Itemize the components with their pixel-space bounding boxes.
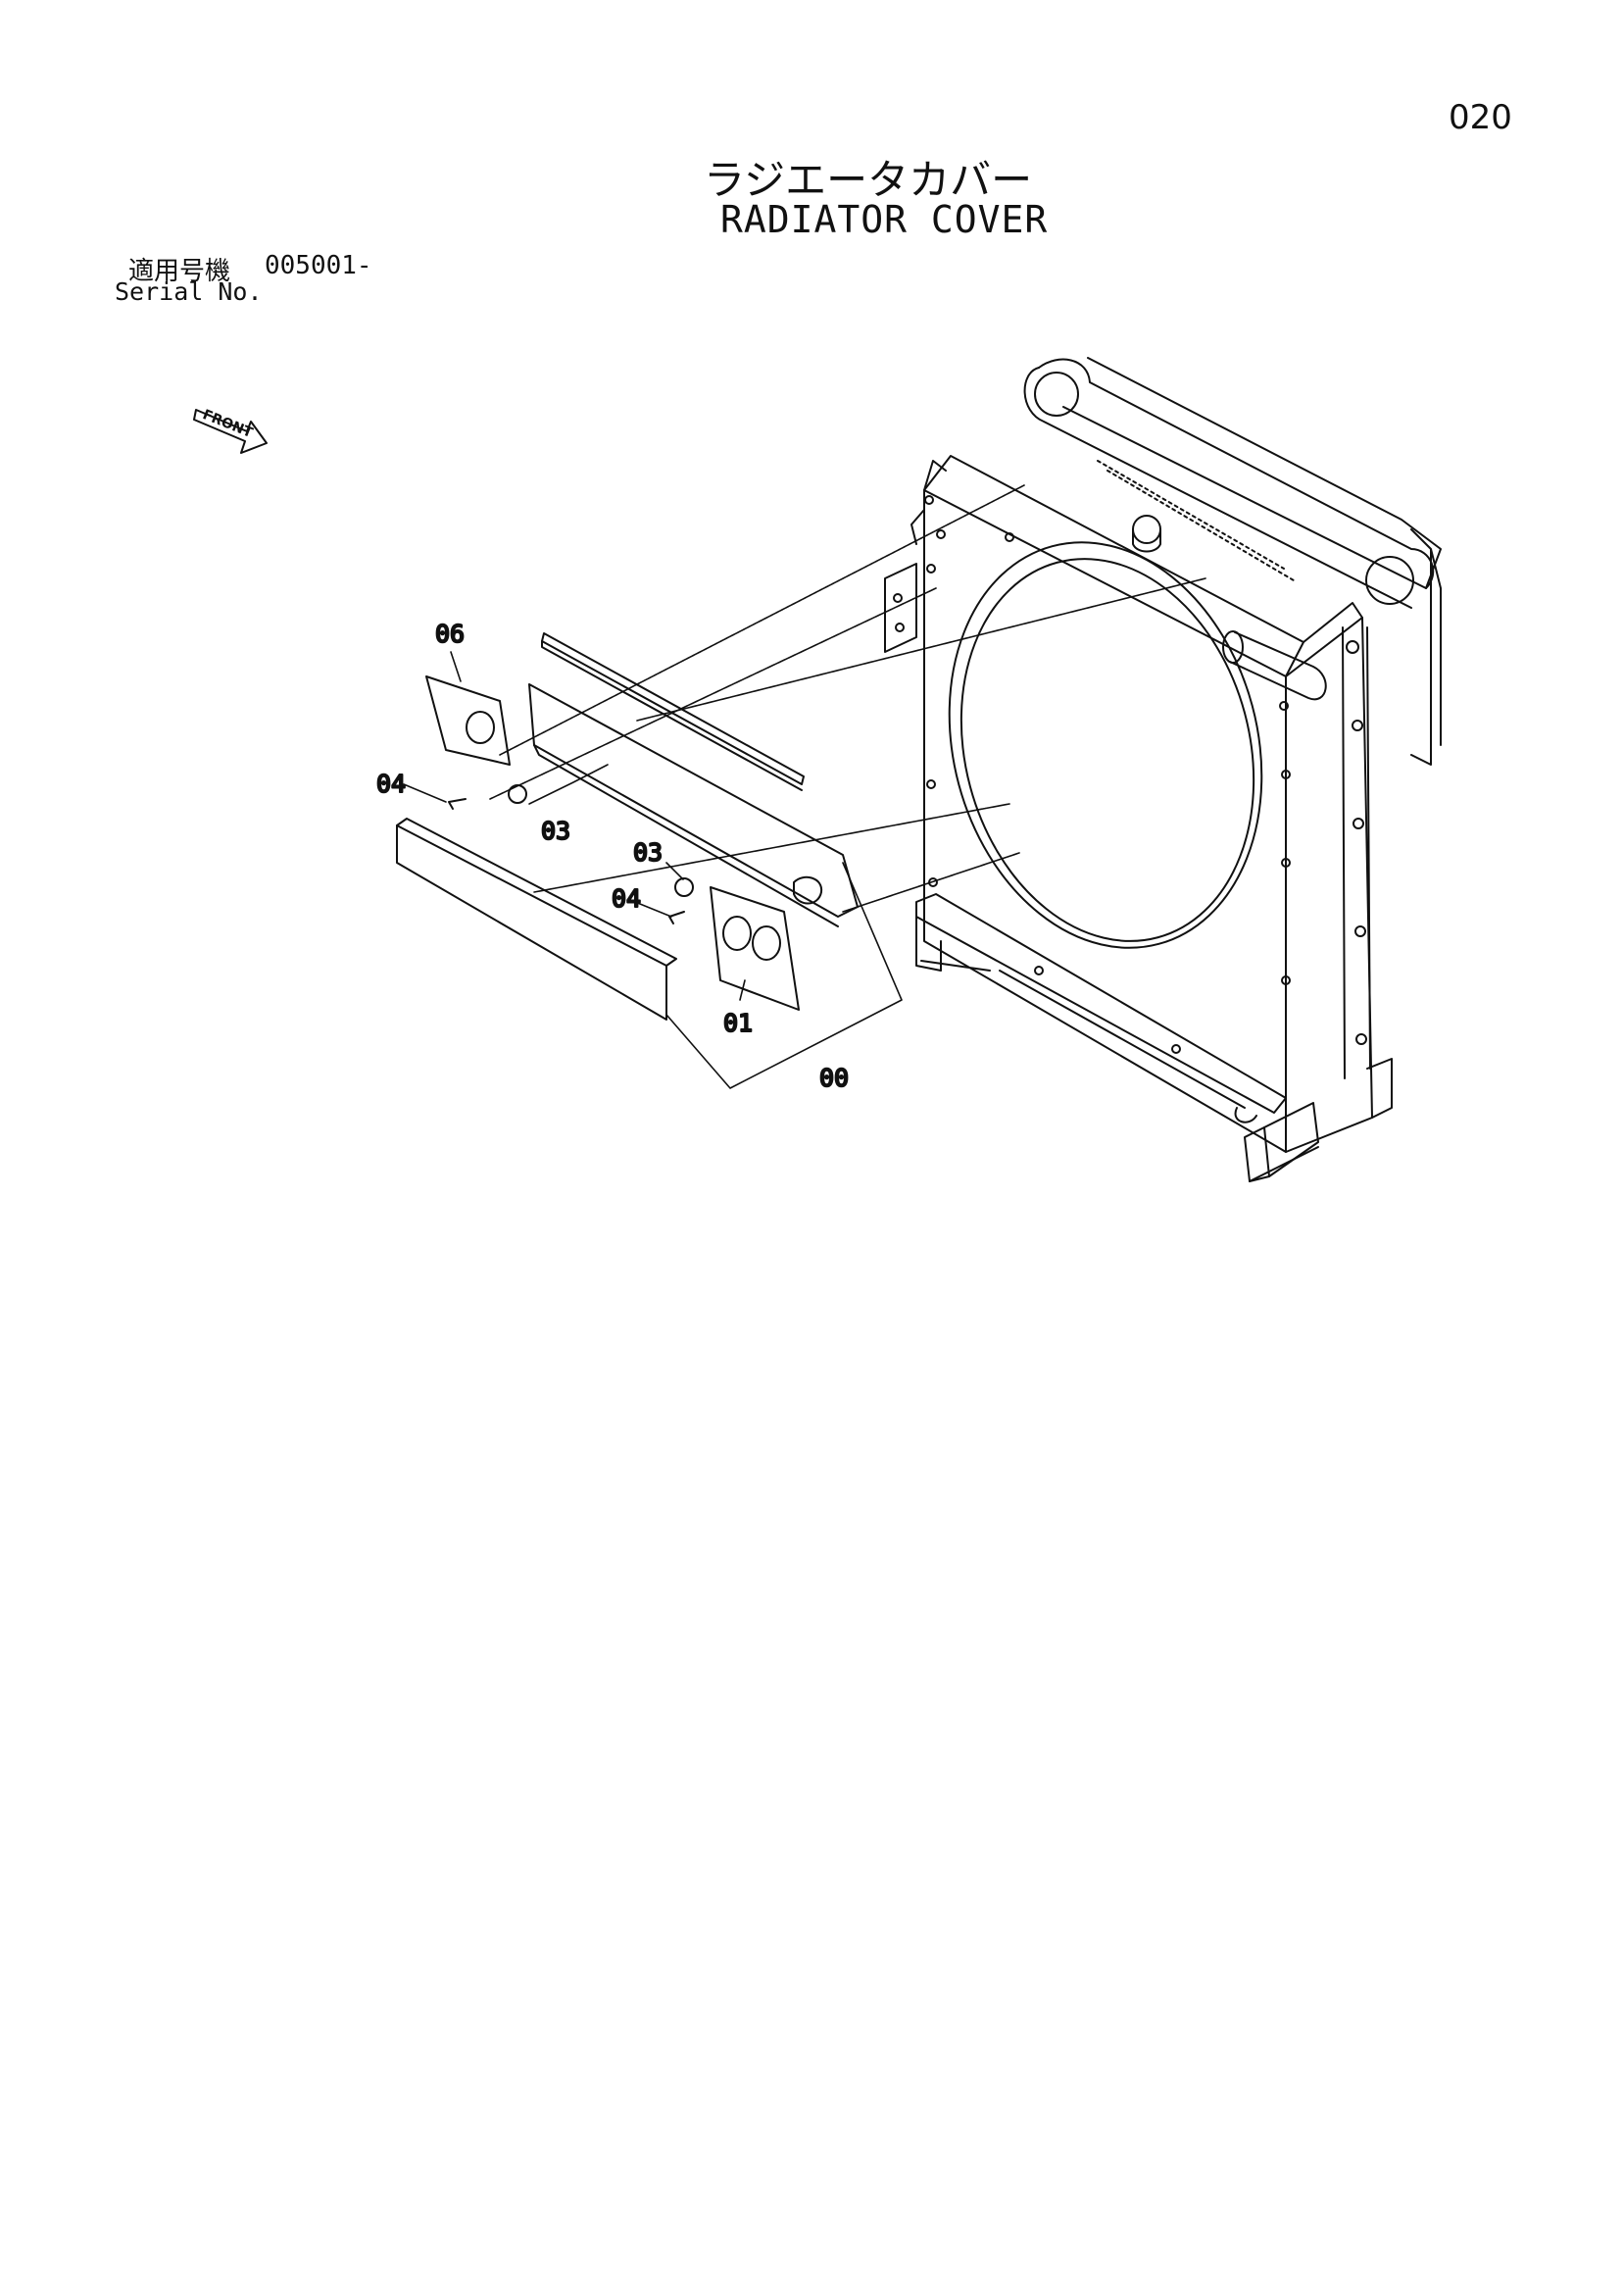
front-arrow-icon: FRONT xyxy=(193,407,268,454)
page-number: 020 xyxy=(1449,98,1512,137)
part-06-plate xyxy=(425,675,511,766)
front-marker-label: FRONT xyxy=(200,407,255,441)
callout-04-lower: 04 xyxy=(612,884,641,913)
assembly-lines xyxy=(489,484,1206,913)
title-english: RADIATOR COVER xyxy=(720,198,1049,241)
callout-03-upper: 03 xyxy=(541,817,570,845)
callout-labels: 06 04 03 03 04 01 00 xyxy=(375,619,850,1093)
cover-parts xyxy=(396,632,859,1021)
callout-04-upper: 04 xyxy=(376,770,406,798)
callout-00: 00 xyxy=(819,1064,849,1092)
serial-label-english: Serial No. xyxy=(115,277,263,306)
callout-leaders xyxy=(403,651,903,1089)
serial-number-value: 005001- xyxy=(265,251,372,280)
callout-03-lower: 03 xyxy=(633,838,663,867)
callout-06: 06 xyxy=(435,620,465,648)
callout-01: 01 xyxy=(723,1009,753,1037)
radiator-assembly xyxy=(884,357,1442,1182)
serial-label-japanese: 適用号機 xyxy=(128,257,231,286)
title-japanese: ラジエータカバー xyxy=(704,156,1033,204)
